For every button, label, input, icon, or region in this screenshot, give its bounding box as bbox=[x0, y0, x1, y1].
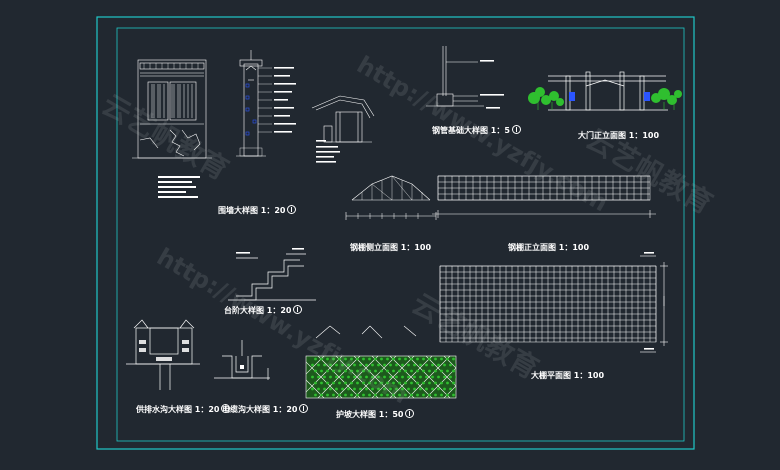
pavilion-notes bbox=[316, 140, 340, 163]
steps-notes bbox=[236, 248, 304, 254]
fence-leader-lines bbox=[258, 67, 272, 133]
section-symbol-icon bbox=[287, 205, 297, 214]
pavilion-elevation bbox=[311, 95, 375, 143]
label-shed-plan-text: 大棚平面图 1：100 bbox=[531, 371, 605, 380]
label-cable-text: 电缆沟大样图 1：20 bbox=[222, 405, 298, 414]
drain-detail bbox=[126, 319, 200, 390]
gate-signs bbox=[569, 92, 650, 101]
fence-general-notes bbox=[158, 176, 200, 198]
shed-plan bbox=[439, 265, 657, 343]
label-steps-text: 台阶大样图 1：20 bbox=[224, 306, 292, 315]
label-drain-text: 供排水沟大样图 1：20 bbox=[136, 405, 220, 414]
label-fence-detail-text: 围墙大样图 1：20 bbox=[218, 206, 286, 215]
label-slope-detail: 护坡大样图 1：50 bbox=[336, 409, 415, 420]
label-shed-front: 钢棚正立面图 1：100 bbox=[508, 243, 589, 253]
label-gate-text: 大门正立面图 1：100 bbox=[578, 131, 660, 140]
label-slope-text: 护坡大样图 1：50 bbox=[336, 410, 404, 419]
label-gate-elevation: 大门正立面图 1：100 bbox=[578, 131, 659, 141]
fence-section bbox=[236, 50, 266, 157]
shed-front-baseline bbox=[432, 210, 656, 218]
shed-front-elevation bbox=[437, 175, 651, 201]
steel-base-detail bbox=[426, 46, 484, 107]
label-shed-plan: 大棚平面图 1：100 bbox=[531, 371, 604, 381]
label-cable-detail: 电缆沟大样图 1：20 bbox=[222, 404, 309, 415]
cable-trench-detail bbox=[214, 340, 270, 380]
section-symbol-icon bbox=[405, 409, 415, 418]
slope-dimension-lines bbox=[315, 325, 417, 339]
label-steel-base-text: 钢管基础大样图 1：5 bbox=[432, 126, 510, 135]
shed-plan-dimensions bbox=[640, 255, 668, 353]
slope-protection bbox=[305, 355, 457, 399]
label-drain-detail: 供排水沟大样图 1：20 bbox=[136, 404, 231, 415]
section-symbol-icon bbox=[299, 404, 309, 413]
label-steel-base-detail: 钢管基础大样图 1：5 bbox=[432, 125, 521, 136]
fence-notes bbox=[274, 67, 296, 133]
label-fence-detail: 围墙大样图 1：20 bbox=[218, 205, 297, 216]
label-steps-detail: 台阶大样图 1：20 bbox=[224, 305, 303, 316]
section-symbol-icon bbox=[293, 305, 303, 314]
label-shed-side: 钢棚侧立面图 1：100 bbox=[350, 243, 431, 253]
outer-frame bbox=[96, 16, 695, 450]
label-shed-side-text: 钢棚侧立面图 1：100 bbox=[350, 243, 432, 252]
gate-elevation bbox=[548, 71, 668, 111]
shed-side-elevation bbox=[345, 175, 437, 220]
fence-detail bbox=[132, 59, 212, 159]
inner-frame bbox=[116, 27, 685, 442]
section-symbol-icon bbox=[511, 125, 521, 134]
steel-base-notes bbox=[480, 60, 504, 109]
drain-masonry bbox=[139, 340, 189, 361]
section-symbol-icon bbox=[221, 404, 231, 413]
gate-vegetation bbox=[528, 87, 682, 106]
label-shed-front-text: 钢棚正立面图 1：100 bbox=[508, 243, 590, 252]
steps-detail bbox=[228, 253, 316, 301]
